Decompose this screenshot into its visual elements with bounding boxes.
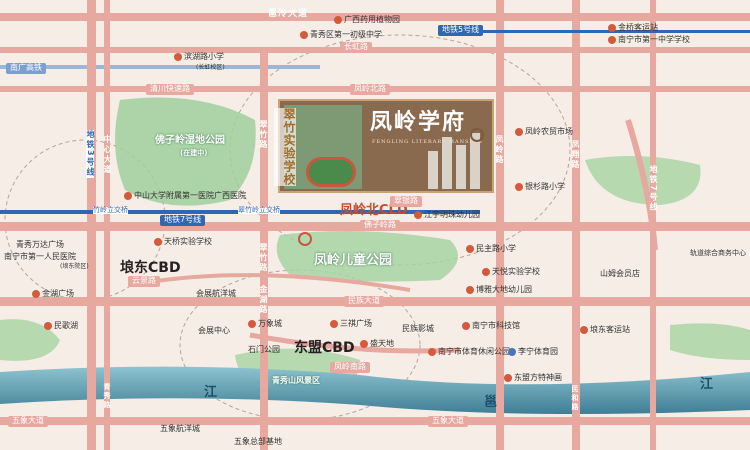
fengling-nan-road-label: 凤岭南路 xyxy=(330,362,370,373)
poi-shanhe: 山姆会员店 xyxy=(600,269,640,278)
rangdong-cbd-label: 埌东CBD xyxy=(120,260,181,276)
minhe-road-label: 民和路 xyxy=(571,385,579,412)
poi-fengling-market[interactable]: 凤岭农贸市场 xyxy=(515,128,573,136)
metro3-road xyxy=(87,0,96,450)
poi-huizhan: 会展航洋城 xyxy=(196,289,236,298)
poi-qx-no1[interactable]: 青秀区第一初级中学 xyxy=(300,31,382,39)
wuxiang-road xyxy=(0,417,750,425)
fenglingbei-road-label: 凤岭北路 xyxy=(350,84,390,95)
poi-shimen-park: 石门公园 xyxy=(248,345,280,354)
foziling-park-area xyxy=(115,97,256,206)
poi-shengtian[interactable]: 盛天地 xyxy=(360,340,394,348)
fengxiang-road-label: 凤翔路 xyxy=(571,140,580,170)
poi-hospital-sub: (埌东院区) xyxy=(60,263,89,270)
horizontal-roads xyxy=(0,13,750,425)
station-zhuyan: 竹岭立交桥 xyxy=(93,206,128,214)
river-label-1: 江 xyxy=(204,385,218,400)
school-label: 翠竹实验学校 xyxy=(274,108,296,186)
poi-wuxiang-hq: 五象总部基地 xyxy=(234,437,282,446)
school-campus-image xyxy=(284,105,362,189)
metro5-line xyxy=(440,30,750,33)
poi-jinhu-plaza[interactable]: 金湖广场 xyxy=(32,290,74,298)
poi-rangdong-bus[interactable]: 埌东客运站 xyxy=(580,326,630,334)
poi-gx-medicine[interactable]: 广西药用植物园 xyxy=(334,16,400,24)
poi-jinlian-bus[interactable]: 金桥客运站 xyxy=(608,24,658,32)
poi-nanning-junior[interactable]: 南宁市第一中学学校 xyxy=(608,36,690,44)
gaotie-label: 南广高铁 xyxy=(6,63,46,74)
cuizhu-road-label-2: 翠竹路 xyxy=(259,243,268,273)
poi-bauxiang: 轨道综合商务中心 xyxy=(690,249,746,257)
fengxiang-road xyxy=(572,0,580,450)
zhongxin-road-label: 中心大道 xyxy=(103,135,112,175)
poi-yinhai-school[interactable]: 银杉路小学 xyxy=(515,183,565,191)
poi-minge[interactable]: 民歌湖 xyxy=(44,322,78,330)
poi-tianyue-school[interactable]: 天桥实验学校 xyxy=(154,238,212,246)
poi-wanxiang[interactable]: 万象城 xyxy=(248,320,282,328)
fengling-road-label: 凤岭路 xyxy=(495,135,504,165)
poi-binhu-school[interactable]: 滨湖路小学 xyxy=(174,53,224,61)
station-cuizhu: 翠竹岭立交桥 xyxy=(238,206,280,214)
poi-sports-park[interactable]: 南宁市体育休闲公园 xyxy=(428,348,510,356)
cuiyin-road-label: 翠银路 xyxy=(390,196,422,207)
qingchuan-road-label: 清川快速路 xyxy=(146,84,194,95)
metro7-label: 地铁7号线 xyxy=(160,215,206,226)
project-title: 凤岭学府 xyxy=(370,109,467,135)
poi-nanning-tech[interactable]: 南宁市科技馆 xyxy=(462,322,520,330)
changhong-road xyxy=(0,47,750,53)
wuxiang-road-label-2: 五象大道 xyxy=(428,416,468,427)
jinhu-road-label: 金湖路 xyxy=(259,285,268,315)
poi-dongmeng-park[interactable]: 东盟方特神画 xyxy=(504,374,562,382)
foziling-park-label: 佛子岭湿地公园 xyxy=(155,135,225,146)
east-river-park-area xyxy=(670,323,750,360)
poi-lining-sports[interactable]: 李宁体育园 xyxy=(508,348,558,356)
children-park-label: 凤岭儿童公园 xyxy=(314,253,393,268)
metro5-label: 地铁5号线 xyxy=(438,25,484,36)
poi-wuxiang-hangyang: 五象航洋城 xyxy=(160,424,200,433)
wulun-road xyxy=(0,13,750,21)
yunjing-road-curve xyxy=(149,273,411,292)
river-label-3: 江 xyxy=(700,377,714,392)
metro7-link xyxy=(625,119,658,251)
yunjing-road-label: 云景路 xyxy=(128,276,160,287)
poi-binhu-school-sub: (长虹校区) xyxy=(196,64,225,71)
metro3-label: 地铁3号线 xyxy=(86,130,95,178)
minzu-road-label: 民族大道 xyxy=(344,296,384,307)
sports-track xyxy=(306,157,356,187)
qingxiu-road-label: 青秀路 xyxy=(103,383,111,410)
wuxiang-road-label: 五象大道 xyxy=(8,416,48,427)
foziling-park-note: (在建中) xyxy=(180,149,208,157)
poi-gxmu[interactable]: 中山大学附属第一医院广西医院 xyxy=(124,192,246,200)
cuizhu-road-label: 翠竹路 xyxy=(259,120,268,150)
river-label-2: 邕 xyxy=(484,395,498,410)
zhongxin-road xyxy=(104,0,110,450)
poi-boya[interactable]: 博雅大地幼儿园 xyxy=(466,286,532,294)
dongmeng-cbd-label: 东盟CBD xyxy=(294,340,355,356)
fengling-road xyxy=(496,0,504,450)
poi-sanqi[interactable]: 三祺广场 xyxy=(330,320,372,328)
poi-rangdong-plaza: 青秀万达广场 xyxy=(16,240,64,249)
poi-minzu-movie: 民族影城 xyxy=(402,324,434,333)
yong-river xyxy=(0,366,750,414)
children-park-area xyxy=(276,231,458,282)
project-pin-icon xyxy=(470,128,484,142)
residential-towers-image xyxy=(426,129,486,189)
poi-jiangyu-kinder[interactable]: 江宇明珠幼儿园 xyxy=(414,211,480,219)
cuizhu-road xyxy=(260,48,268,450)
project-english-name: FENGLING LITERARY MANSION xyxy=(372,139,483,145)
qingxiushan-label: 青秀山风景区 xyxy=(272,376,320,385)
ferris-wheel-icon xyxy=(298,232,312,246)
poi-minzhu-school[interactable]: 民主路小学 xyxy=(466,245,516,253)
metro7-vertical-label: 地铁7号线 xyxy=(649,165,658,213)
gaotie-line xyxy=(0,65,320,69)
fozi-ling-road-label: 佛子岭路 xyxy=(360,220,400,231)
wulun-road-label: 邕冷大道 xyxy=(268,9,309,19)
changhong-road-label: 长虹路 xyxy=(340,42,372,53)
poi-huizhan-center: 会展中心 xyxy=(198,326,230,335)
fenglingbei-cld-label: 凤岭北CLD xyxy=(340,203,408,218)
project-block[interactable]: 凤岭学府 FENGLING LITERARY MANSION xyxy=(278,99,494,193)
poi-nanning-hospital: 南宁市第一人民医院 xyxy=(4,252,76,261)
poi-tianyue-school2[interactable]: 天悦实验学校 xyxy=(482,268,540,276)
